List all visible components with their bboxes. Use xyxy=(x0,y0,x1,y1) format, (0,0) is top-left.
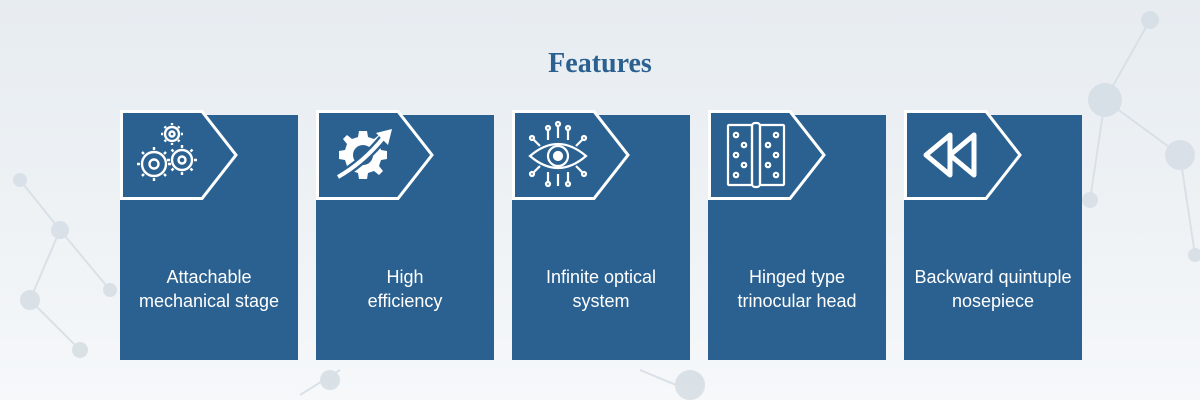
feature-label: Infinite optical system xyxy=(545,267,657,311)
gears-icon xyxy=(137,123,197,181)
hinge-icon xyxy=(726,121,786,189)
rewind-icon xyxy=(923,132,977,178)
feature-label: Backward quintuple nosepiece xyxy=(914,267,1072,311)
feature-card-attachable-stage: Attachable mechanical stage xyxy=(120,110,298,360)
page-title: Features xyxy=(548,48,652,79)
feature-label: Hinged type trinocular head xyxy=(737,267,857,311)
feature-tab xyxy=(120,110,240,200)
feature-tab xyxy=(904,110,1024,200)
feature-tab xyxy=(708,110,828,200)
gear-arrow-icon xyxy=(335,129,392,181)
feature-card-quintuple-nosepiece: Backward quintuple nosepiece xyxy=(904,110,1082,360)
feature-label: Attachable mechanical stage xyxy=(138,267,280,311)
feature-card-high-efficiency: High efficiency xyxy=(316,110,494,360)
feature-card-hinged-head: Hinged type trinocular head xyxy=(708,110,886,360)
feature-card-infinite-optical: Infinite optical system xyxy=(512,110,690,360)
feature-tab xyxy=(512,110,632,200)
feature-tab xyxy=(316,110,436,200)
feature-label: High efficiency xyxy=(367,267,443,311)
eye-circuit-icon xyxy=(528,120,588,188)
